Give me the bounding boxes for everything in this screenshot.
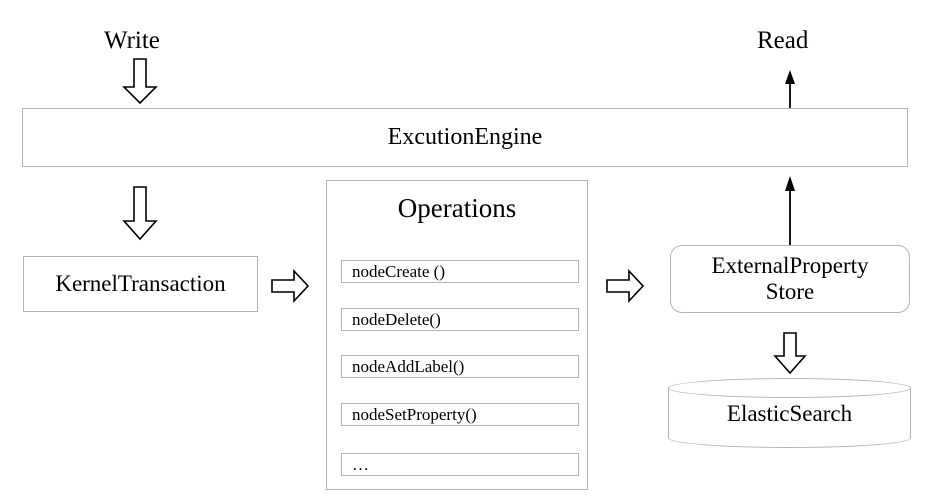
store-to-elasticsearch-block-arrow-icon [773, 332, 807, 375]
kernel-transaction-label: KernelTransaction [55, 271, 226, 296]
execution-engine-node: ExcutionEngine [22, 108, 908, 167]
engine-to-read-arrow-icon [785, 70, 795, 110]
operation-item-nodecreate[interactable]: nodeCreate () [341, 260, 579, 283]
operation-item-nodesetproperty[interactable]: nodeSetProperty() [341, 403, 579, 426]
external-property-store-node: ExternalProperty Store [670, 245, 910, 313]
write-to-engine-block-arrow-icon [122, 58, 158, 105]
write-label: Write [104, 27, 160, 54]
execution-engine-label: ExcutionEngine [387, 124, 543, 150]
store-to-engine-arrow-icon [785, 176, 795, 246]
operation-item-ellipsis[interactable]: … [341, 453, 579, 476]
elasticsearch-database-node: ElasticSearch [668, 378, 911, 448]
external-property-store-label: ExternalProperty Store [711, 253, 868, 305]
external-property-store-line-2: Store [765, 279, 815, 304]
read-label: Read [757, 27, 809, 54]
kernel-to-operations-block-arrow-icon [271, 268, 310, 304]
external-property-store-line-1: ExternalProperty [711, 253, 869, 279]
operations-to-store-block-arrow-icon [606, 268, 645, 304]
engine-to-kernel-block-arrow-icon [122, 186, 158, 241]
cylinder-top-ellipse [668, 378, 911, 398]
elasticsearch-label: ElasticSearch [726, 401, 853, 426]
operation-item-nodedelete[interactable]: nodeDelete() [341, 308, 579, 331]
operations-container: Operations nodeCreate () nodeDelete() no… [326, 180, 588, 490]
operation-item-nodeaddlabel[interactable]: nodeAddLabel() [341, 355, 579, 378]
kernel-transaction-node: KernelTransaction [23, 256, 258, 312]
operations-title: Operations [397, 193, 517, 223]
